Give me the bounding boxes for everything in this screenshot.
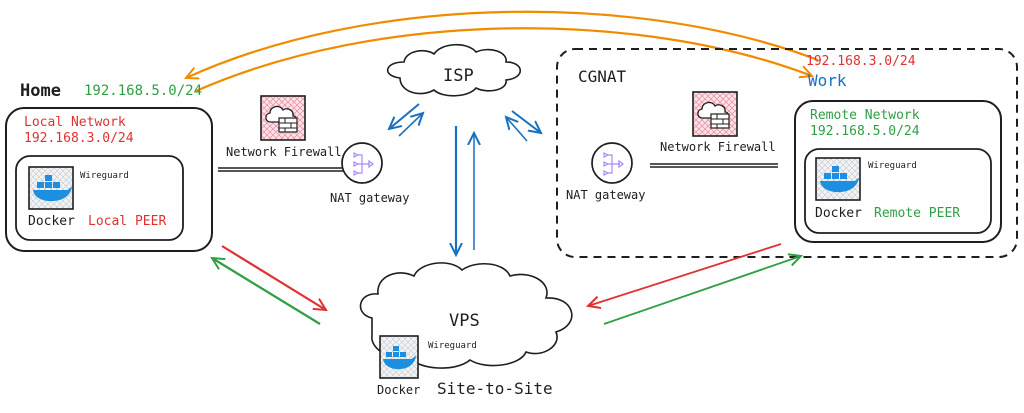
cgnat-nat-to-isp-arrow <box>506 117 528 142</box>
cgnat-nat-label: NAT gateway <box>566 188 646 202</box>
isp-to-home-nat-arrow <box>389 103 420 129</box>
vps-mode-label: Site-to-Site <box>437 379 553 398</box>
cgnat-boundary <box>556 48 1018 258</box>
home-peer-label: Local PEER <box>88 214 167 229</box>
cgnat-nat-gateway-icon <box>591 142 633 184</box>
work-network-label: Remote Network <box>810 108 920 123</box>
work-subnet: 192.168.3.0/24 <box>806 54 916 69</box>
home-firewall-label: Network Firewall <box>226 145 342 159</box>
work-network-box <box>794 100 1002 243</box>
home-network-subnet: 192.168.3.0/24 <box>24 131 134 146</box>
home-network-box <box>5 107 213 252</box>
home-docker-icon <box>28 166 74 210</box>
work-docker-icon <box>815 157 861 201</box>
vps-docker-icon <box>379 335 419 379</box>
vps-container-label: Docker <box>377 383 421 397</box>
cgnat-firewall-link <box>650 163 778 168</box>
work-to-vps-red-arrow <box>588 243 782 306</box>
vps-to-work-green-arrow <box>603 256 801 325</box>
home-service-label: Wireguard <box>80 171 129 181</box>
isp-label: ISP <box>443 66 474 86</box>
work-container-label: Docker <box>815 206 862 221</box>
home-nat-to-isp-arrow <box>398 113 423 137</box>
home-to-vps-red-arrow <box>221 245 326 310</box>
work-title: Work <box>808 71 847 90</box>
home-title: Home <box>20 81 61 101</box>
isp-cloud <box>386 43 522 97</box>
home-firewall-link <box>218 167 345 172</box>
home-peer-box <box>15 155 184 241</box>
work-to-home-arc <box>186 10 819 78</box>
vps-service-label: Wireguard <box>428 341 477 351</box>
home-network-label: Local Network <box>24 115 126 130</box>
home-nat-label: NAT gateway <box>330 191 410 205</box>
vps-to-home-green-arrow <box>212 258 321 325</box>
work-network-subnet: 192.168.5.0/24 <box>810 124 920 139</box>
home-subnet: 192.168.5.0/24 <box>84 83 203 99</box>
work-peer-label: Remote PEER <box>874 206 961 221</box>
cgnat-firewall-label: Network Firewall <box>660 140 776 154</box>
home-firewall-icon <box>260 95 306 141</box>
vps-label: VPS <box>449 311 480 331</box>
home-nat-gateway-icon <box>341 142 383 184</box>
cgnat-label: CGNAT <box>578 67 627 86</box>
cgnat-firewall-icon <box>692 91 738 137</box>
isp-to-cgnat-nat-arrow <box>511 110 541 133</box>
work-service-label: Wireguard <box>868 161 917 171</box>
home-to-work-arc <box>195 27 812 93</box>
home-container-label: Docker <box>28 214 75 229</box>
work-peer-box <box>804 148 992 234</box>
